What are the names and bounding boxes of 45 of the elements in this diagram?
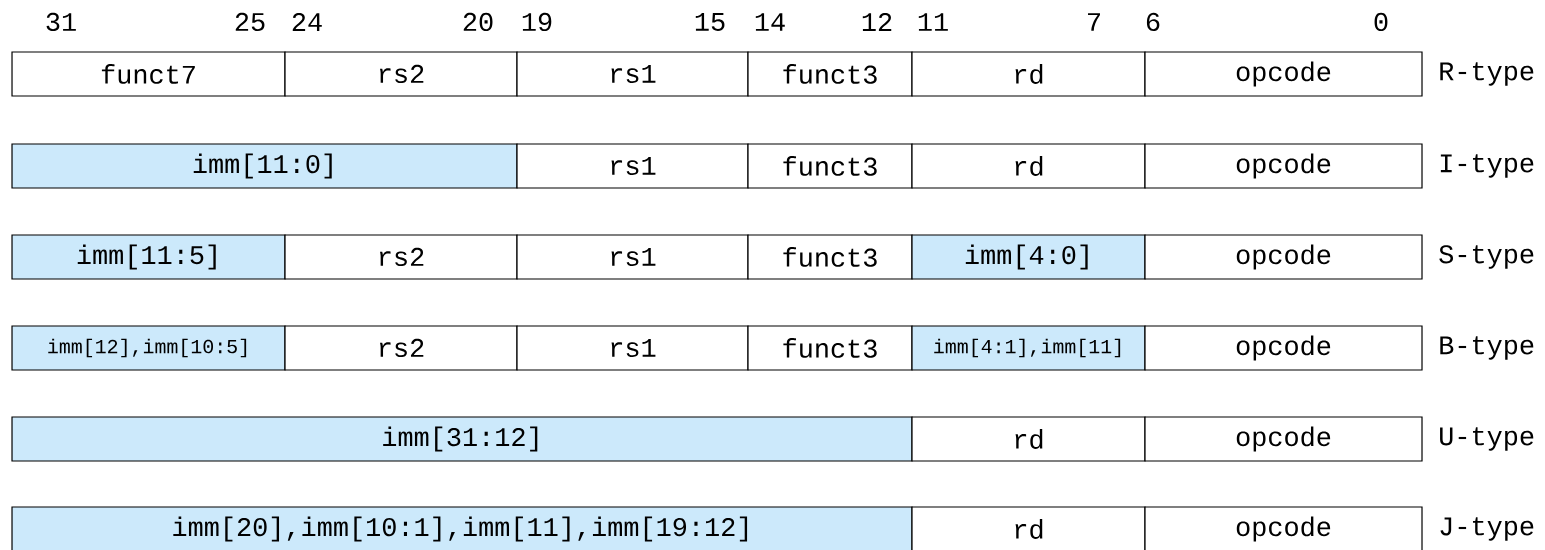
- field-box: funct3: [747, 51, 913, 97]
- format-label: R-type: [1440, 62, 1534, 86]
- bit-number: 6: [1146, 12, 1160, 32]
- bit-number: 7: [1088, 13, 1100, 31]
- field-box: rs2: [284, 51, 518, 97]
- field-box: imm[20],imm[10:1],imm[11],imm[19:12]: [11, 506, 913, 550]
- field-box: imm[4:1],imm[11]: [911, 325, 1146, 371]
- field-box: opcode: [1144, 506, 1423, 550]
- field-box: rd: [911, 506, 1146, 550]
- format-label: I-type: [1440, 154, 1534, 178]
- field-box: rd: [911, 51, 1146, 97]
- field-box: funct3: [747, 325, 913, 371]
- field-box: rs2: [284, 325, 518, 371]
- field-box: rs2: [284, 234, 518, 280]
- field-box: funct3: [747, 143, 913, 189]
- field-box: imm[12],imm[10:5]: [11, 325, 286, 371]
- bit-number: 25: [235, 12, 265, 32]
- field-box: rs1: [516, 51, 749, 97]
- bit-number: 11: [918, 13, 948, 31]
- field-box: rs1: [516, 325, 749, 371]
- field-box: funct3: [747, 234, 913, 280]
- field-box: imm[31:12]: [11, 416, 913, 462]
- bit-number: 19: [522, 12, 552, 32]
- field-box: imm[4:0]: [911, 234, 1146, 280]
- field-box: opcode: [1144, 416, 1423, 462]
- field-box: opcode: [1144, 325, 1423, 371]
- field-box: rd: [911, 143, 1146, 189]
- field-box: opcode: [1144, 51, 1423, 97]
- format-label: J-type: [1440, 517, 1534, 541]
- field-box: rs1: [516, 234, 749, 280]
- field-box: funct7: [11, 51, 286, 97]
- field-box: imm[11:0]: [11, 143, 518, 189]
- field-box: opcode: [1144, 234, 1423, 280]
- format-label: S-type: [1439, 245, 1534, 269]
- bit-number: 15: [695, 13, 725, 31]
- field-box: imm[11:5]: [11, 234, 286, 280]
- field-box: opcode: [1144, 143, 1423, 189]
- bit-number: 14: [755, 13, 785, 31]
- bit-number: 20: [463, 12, 493, 32]
- field-box: rd: [911, 416, 1146, 462]
- format-label: B-type: [1440, 336, 1534, 360]
- bit-number: 24: [292, 13, 322, 31]
- field-box: rs1: [516, 143, 749, 189]
- bit-number: 12: [862, 13, 892, 31]
- format-label: U-type: [1440, 427, 1534, 451]
